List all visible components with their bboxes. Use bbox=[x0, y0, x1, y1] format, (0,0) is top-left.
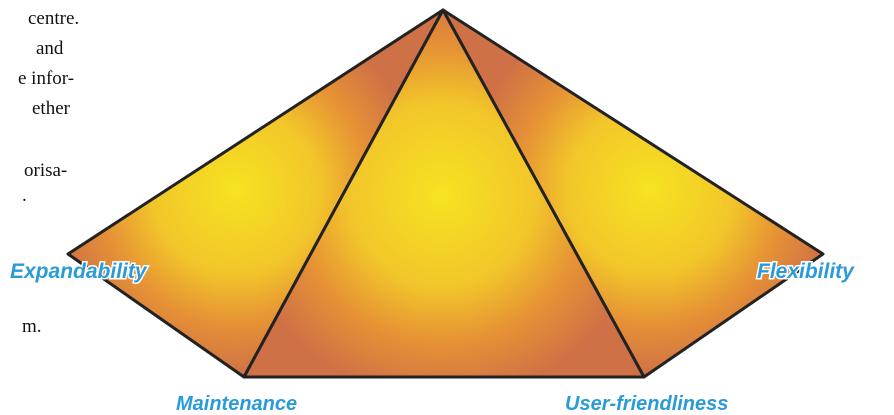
label-maintenance: Maintenance bbox=[176, 393, 297, 415]
label-expandability: Expandability bbox=[10, 260, 148, 283]
label-flexibility: Flexibility bbox=[757, 260, 855, 283]
label-user-friendliness: User-friendliness bbox=[565, 393, 728, 415]
